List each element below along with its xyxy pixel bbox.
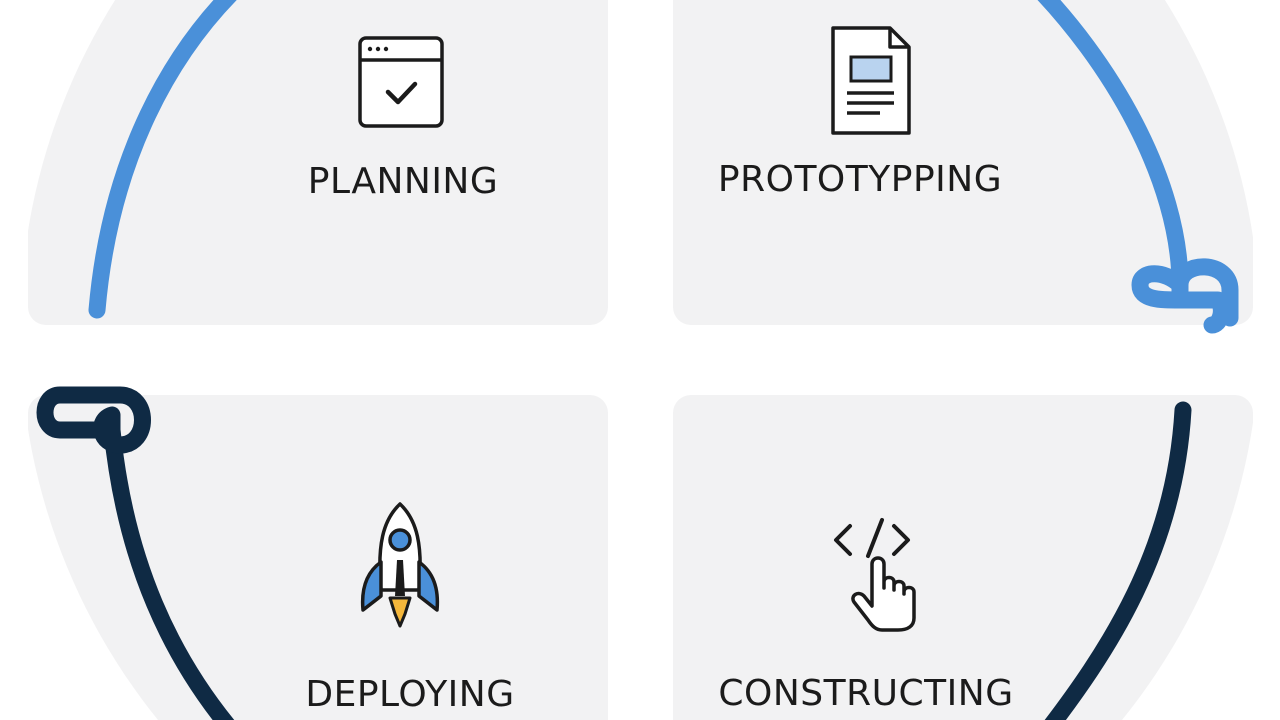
cycle-arc-top	[88, 0, 1189, 319]
panel-prototyping	[673, 0, 1253, 325]
rocket-icon	[360, 502, 440, 628]
cycle-arc-bottom-loop	[36, 386, 151, 454]
cycle-arc-top-loop	[1131, 258, 1239, 334]
browser-check-icon	[358, 36, 444, 128]
stage-label-constructing: CONSTRUCTING	[718, 673, 1014, 714]
stage-label-prototyping: PROTOTYPPING	[717, 159, 1003, 200]
document-icon	[831, 26, 911, 135]
stage-label-deploying: DEPLOYING	[305, 674, 515, 715]
panel-constructing	[673, 395, 1253, 720]
panel-deploying	[28, 395, 608, 720]
code-pointer-icon	[834, 518, 916, 632]
panel-planning	[28, 0, 608, 325]
stage-label-planning: PLANNING	[307, 161, 499, 202]
cycle-arc-bottom	[103, 401, 1192, 720]
